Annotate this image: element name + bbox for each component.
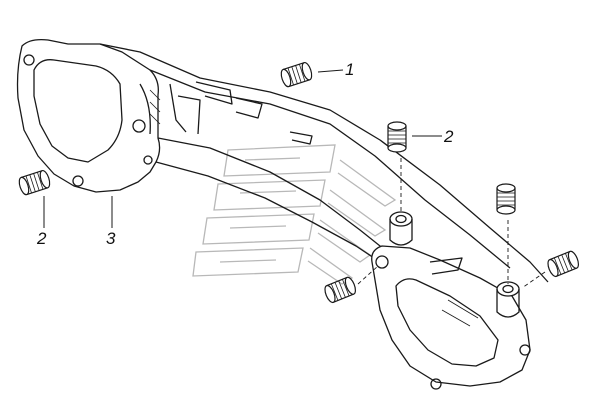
truck-logo-watermark: [192, 144, 397, 285]
leader-lines: [43, 69, 442, 228]
stud-vertical-mid: [387, 121, 407, 153]
stud-top-center: [278, 60, 315, 89]
callout-label-2-right: 2: [444, 127, 454, 146]
stud-lower-left: [322, 275, 359, 305]
assembly-dashed-lines: [357, 158, 546, 289]
stud-vertical-right: [496, 183, 516, 215]
callout-label-3: 3: [106, 229, 116, 248]
stud-left: [16, 168, 53, 197]
bracket-body: [16, 38, 549, 390]
callout-label-1: 1: [345, 60, 355, 79]
stud-right: [545, 249, 582, 279]
callout-label-2-left: 2: [37, 229, 47, 248]
